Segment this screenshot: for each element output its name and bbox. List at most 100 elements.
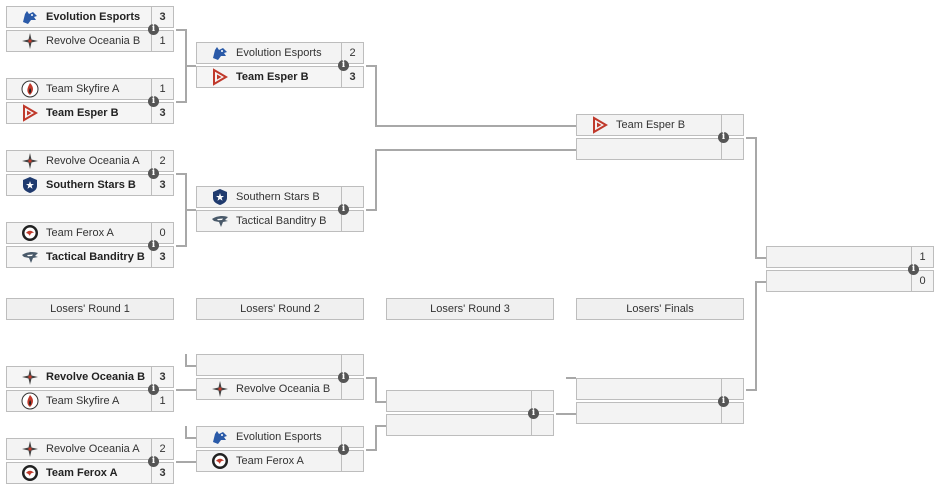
bandit-logo-icon bbox=[21, 248, 39, 266]
team-score: 0 bbox=[151, 223, 173, 243]
match-slot[interactable]: Revolve Oceania A 2 bbox=[6, 150, 174, 172]
match-slot[interactable]: Team Esper B bbox=[576, 114, 744, 136]
team-score: 3 bbox=[151, 463, 173, 483]
compass-star-logo-icon bbox=[21, 32, 39, 50]
team-score: 3 bbox=[341, 67, 363, 87]
team-name: Evolution Esports bbox=[236, 431, 322, 443]
compass-star-logo-icon bbox=[21, 152, 39, 170]
match-slot[interactable]: Tactical Banditry B 3 bbox=[6, 246, 174, 268]
match-info-icon[interactable]: i bbox=[718, 132, 729, 143]
match-slot[interactable]: Team Ferox A 0 bbox=[6, 222, 174, 244]
match-slot[interactable]: Southern Stars B bbox=[196, 186, 364, 208]
match-info-icon[interactable]: i bbox=[338, 204, 349, 215]
team-score bbox=[721, 403, 743, 423]
match-slot[interactable] bbox=[576, 402, 744, 424]
match-info-icon[interactable]: i bbox=[148, 168, 159, 179]
team-name: Southern Stars B bbox=[236, 191, 320, 203]
team-score bbox=[721, 139, 743, 159]
ferox-logo-icon bbox=[21, 464, 39, 482]
match-info-icon[interactable]: i bbox=[148, 240, 159, 251]
match-winners-r1-3[interactable]: Revolve Oceania A 2 Southern Stars B 3 i bbox=[6, 150, 174, 196]
round-label-losers-r2: Losers' Round 2 bbox=[196, 298, 364, 320]
team-score bbox=[341, 211, 363, 231]
team-name: Revolve Oceania B bbox=[46, 371, 146, 383]
match-winners-final[interactable]: Team Esper B i bbox=[576, 114, 744, 160]
team-score bbox=[341, 355, 363, 375]
team-name: Team Ferox A bbox=[46, 467, 118, 479]
team-score: 3 bbox=[151, 175, 173, 195]
team-name: Tactical Banditry B bbox=[236, 215, 327, 227]
match-slot[interactable] bbox=[576, 378, 744, 400]
match-info-icon[interactable]: i bbox=[148, 24, 159, 35]
team-name: Revolve Oceania A bbox=[46, 155, 140, 167]
compass-star-logo-icon bbox=[211, 380, 229, 398]
team-score: 3 bbox=[151, 103, 173, 123]
team-score: 3 bbox=[151, 7, 173, 27]
match-winners-r1-4[interactable]: Team Ferox A 0 Tactical Banditry B 3 i bbox=[6, 222, 174, 268]
esper-logo-icon bbox=[211, 68, 229, 86]
match-winners-r1-1[interactable]: Evolution Esports 3 Revolve Oceania B 1 … bbox=[6, 6, 174, 52]
match-slot[interactable] bbox=[386, 390, 554, 412]
match-slot[interactable]: Revolve Oceania B 1 bbox=[6, 30, 174, 52]
match-winners-r1-2[interactable]: Team Skyfire A 1 Team Esper B 3 i bbox=[6, 78, 174, 124]
match-slot[interactable]: Team Ferox A bbox=[196, 450, 364, 472]
team-score bbox=[341, 451, 363, 471]
match-slot[interactable]: Revolve Oceania A 2 bbox=[6, 438, 174, 460]
match-info-icon[interactable]: i bbox=[338, 444, 349, 455]
match-losers-finals[interactable]: i bbox=[576, 378, 744, 424]
team-name: Team Esper B bbox=[46, 107, 119, 119]
match-info-icon[interactable]: i bbox=[908, 264, 919, 275]
team-score bbox=[531, 415, 553, 435]
match-grand-final[interactable]: 1 0 i bbox=[766, 246, 934, 292]
match-slot[interactable]: 0 bbox=[766, 270, 934, 292]
match-slot[interactable] bbox=[576, 138, 744, 160]
team-name: Team Ferox A bbox=[236, 455, 304, 467]
match-slot[interactable]: Team Skyfire A 1 bbox=[6, 78, 174, 100]
match-info-icon[interactable]: i bbox=[148, 456, 159, 467]
match-slot[interactable] bbox=[386, 414, 554, 436]
match-slot[interactable]: Evolution Esports 2 bbox=[196, 42, 364, 64]
ferox-logo-icon bbox=[211, 452, 229, 470]
match-losers-r3[interactable]: i bbox=[386, 390, 554, 436]
team-name: Team Skyfire A bbox=[46, 83, 120, 95]
team-score bbox=[721, 379, 743, 399]
match-losers-r2-2[interactable]: Evolution Esports Team Ferox A i bbox=[196, 426, 364, 472]
match-info-icon[interactable]: i bbox=[338, 372, 349, 383]
esper-logo-icon bbox=[591, 116, 609, 134]
team-name: Revolve Oceania A bbox=[46, 443, 140, 455]
match-winners-r2-2[interactable]: Southern Stars B Tactical Banditry B i bbox=[196, 186, 364, 232]
team-score: 2 bbox=[151, 151, 173, 171]
match-info-icon[interactable]: i bbox=[528, 408, 539, 419]
match-info-icon[interactable]: i bbox=[338, 60, 349, 71]
match-slot[interactable]: Team Esper B 3 bbox=[196, 66, 364, 88]
match-slot[interactable]: Team Ferox A 3 bbox=[6, 462, 174, 484]
match-slot[interactable]: Evolution Esports bbox=[196, 426, 364, 448]
round-label-losers-finals: Losers' Finals bbox=[576, 298, 744, 320]
flame-logo-icon bbox=[21, 392, 39, 410]
team-score bbox=[531, 391, 553, 411]
match-slot[interactable]: Southern Stars B 3 bbox=[6, 174, 174, 196]
match-slot[interactable]: Team Skyfire A 1 bbox=[6, 390, 174, 412]
match-slot[interactable] bbox=[196, 354, 364, 376]
team-score: 2 bbox=[151, 439, 173, 459]
match-slot[interactable]: 1 bbox=[766, 246, 934, 268]
match-losers-r2-1[interactable]: Revolve Oceania B i bbox=[196, 354, 364, 400]
match-info-icon[interactable]: i bbox=[148, 384, 159, 395]
team-score: 1 bbox=[151, 79, 173, 99]
match-winners-r2-1[interactable]: Evolution Esports 2 Team Esper B 3 i bbox=[196, 42, 364, 88]
team-name: Team Esper B bbox=[236, 71, 309, 83]
match-losers-r1-2[interactable]: Revolve Oceania A 2 Team Ferox A 3 i bbox=[6, 438, 174, 484]
match-slot[interactable]: Evolution Esports 3 bbox=[6, 6, 174, 28]
ferox-logo-icon bbox=[21, 224, 39, 242]
team-name: Revolve Oceania B bbox=[46, 35, 141, 47]
match-info-icon[interactable]: i bbox=[148, 96, 159, 107]
match-slot[interactable]: Team Esper B 3 bbox=[6, 102, 174, 124]
flame-logo-icon bbox=[21, 80, 39, 98]
match-losers-r1-1[interactable]: Revolve Oceania B 3 Team Skyfire A 1 i bbox=[6, 366, 174, 412]
match-slot[interactable]: Tactical Banditry B bbox=[196, 210, 364, 232]
match-slot[interactable]: Revolve Oceania B bbox=[196, 378, 364, 400]
shield-star-logo-icon bbox=[21, 176, 39, 194]
match-info-icon[interactable]: i bbox=[718, 396, 729, 407]
match-slot[interactable]: Revolve Oceania B 3 bbox=[6, 366, 174, 388]
